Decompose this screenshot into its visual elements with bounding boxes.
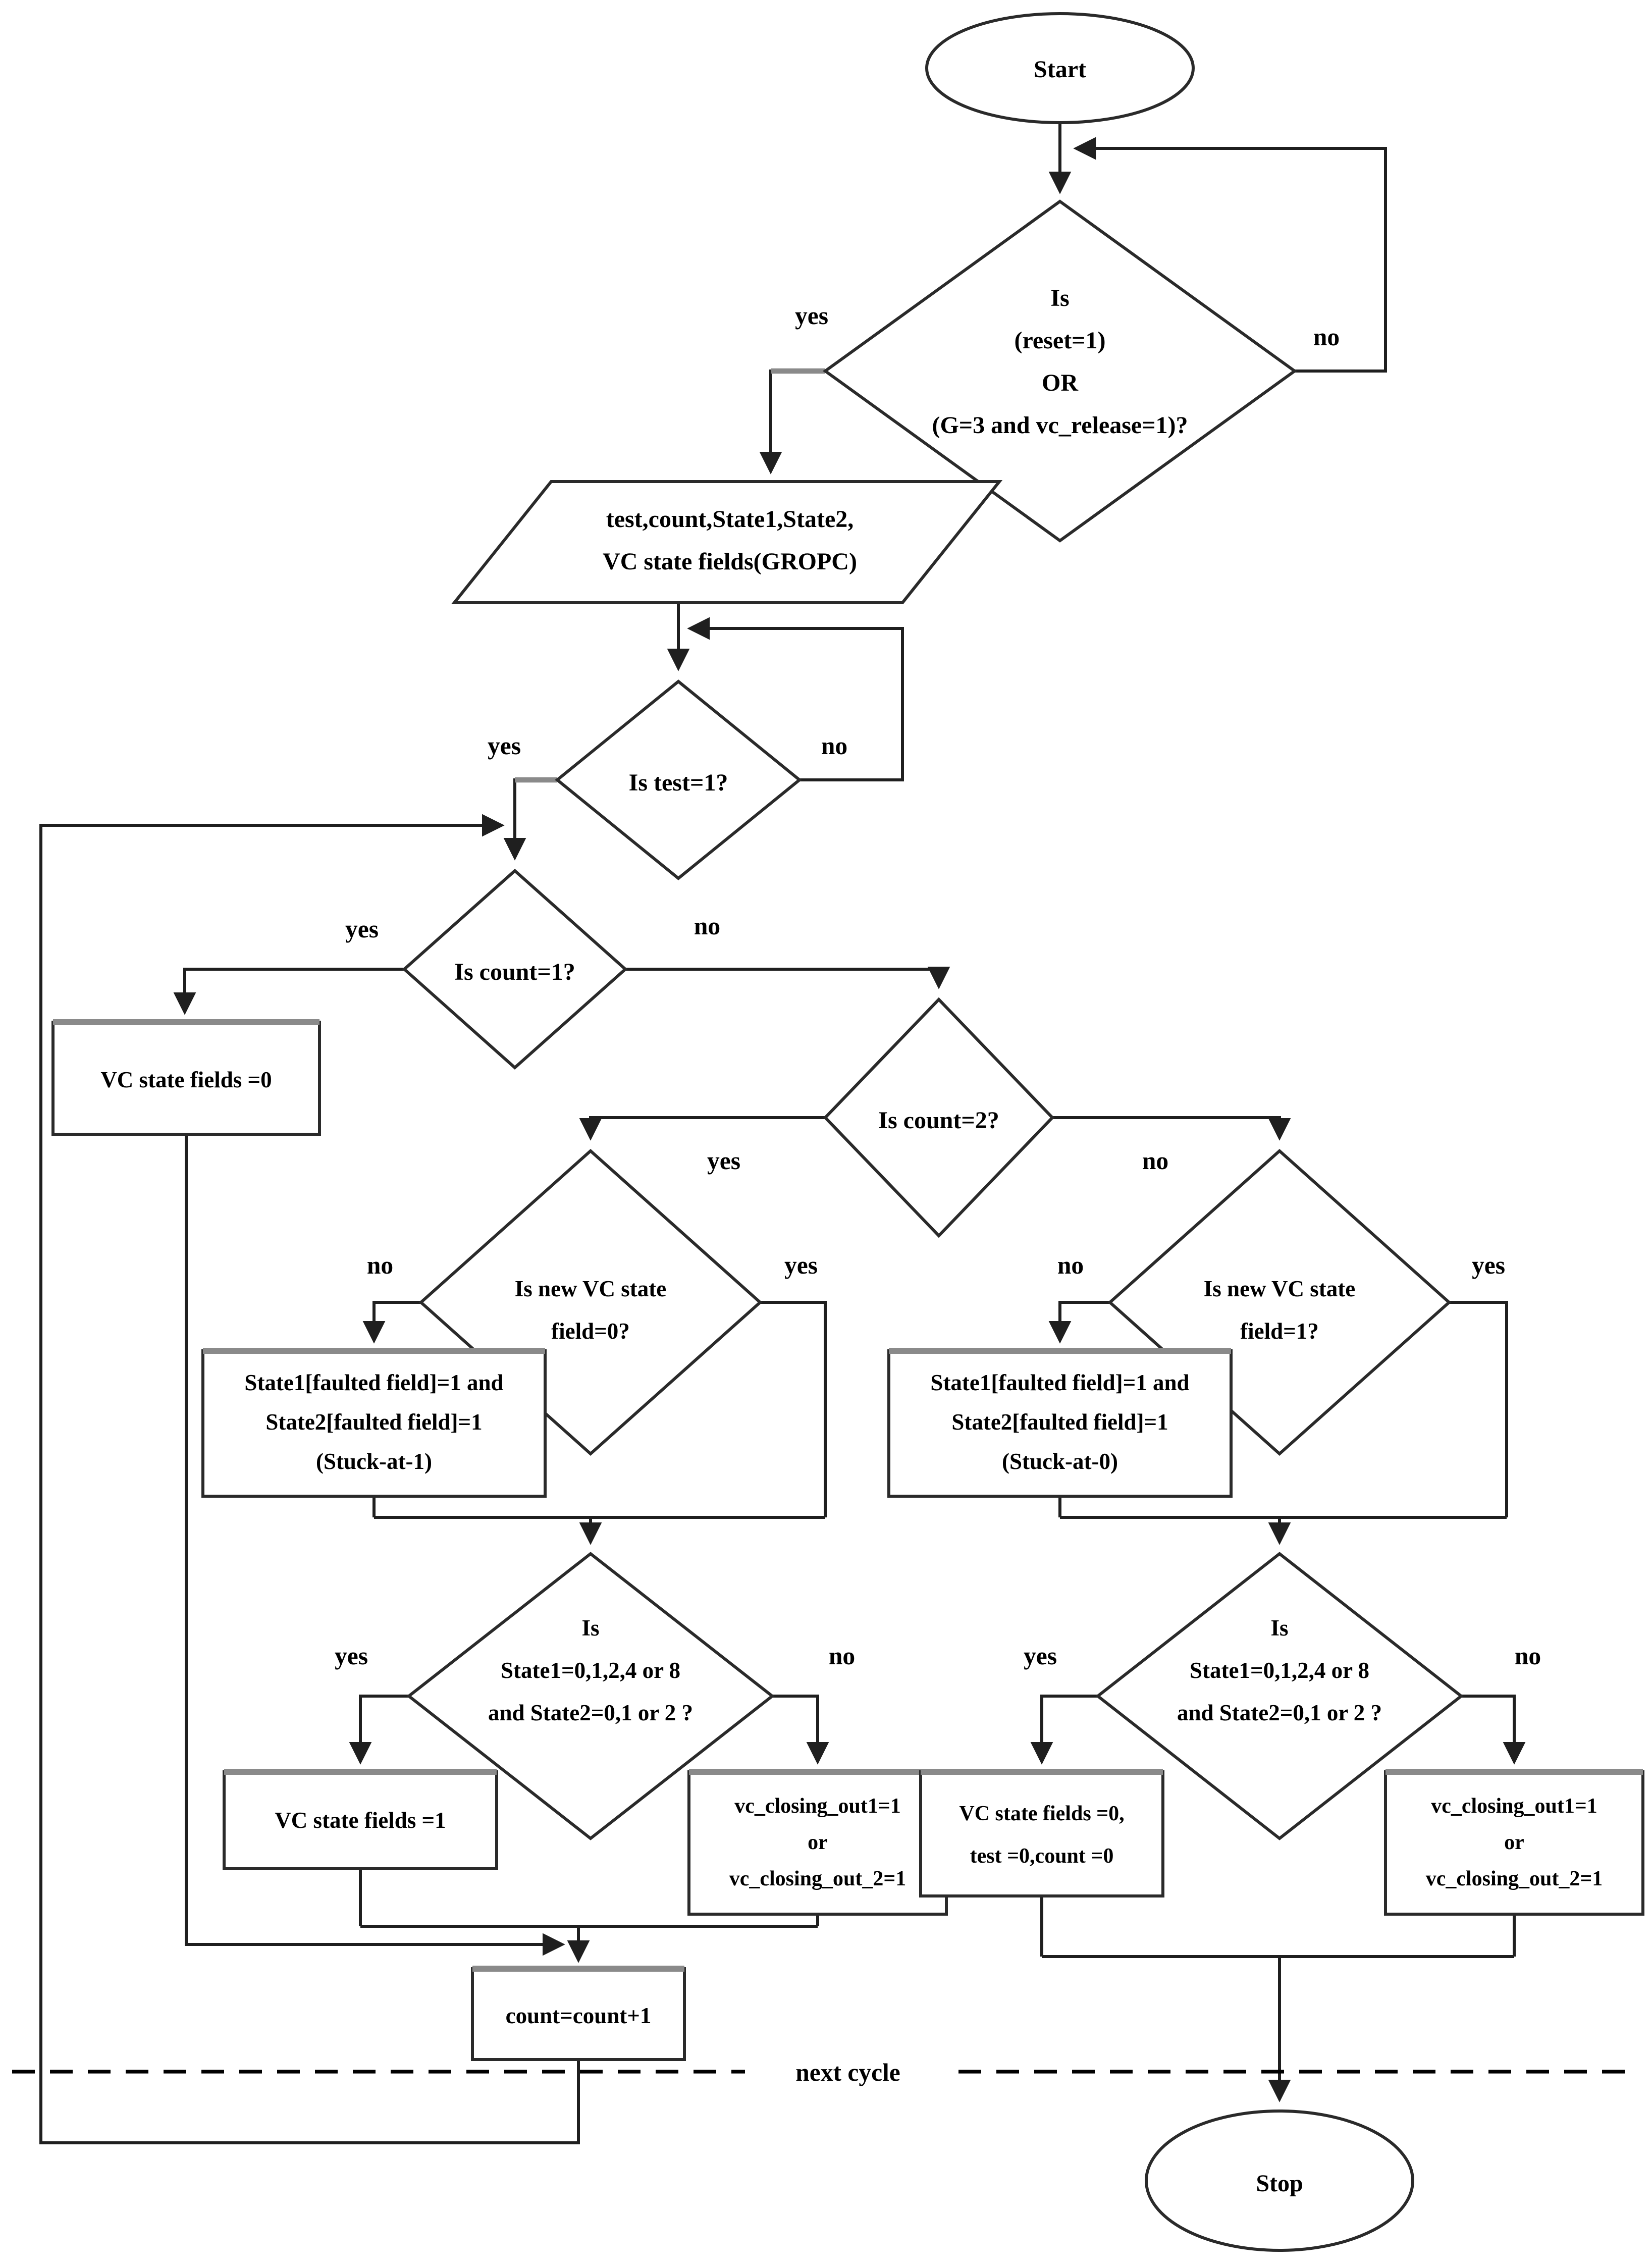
edge-reset-yes xyxy=(759,370,825,475)
count2-decision xyxy=(823,997,1055,1238)
edge-test-no-loop xyxy=(687,617,904,781)
vc-fields-0-box xyxy=(51,1021,321,1136)
stuck-at-1-box xyxy=(201,1349,547,1498)
edge-next-cycle-loop xyxy=(39,814,580,2144)
vc-closing-right-box xyxy=(1384,1770,1644,1916)
inputs-parallelogram xyxy=(451,480,1003,604)
reset-decision xyxy=(822,199,1298,543)
edge-newvc0-no xyxy=(362,1301,421,1344)
reset-decision-line3: OR xyxy=(1042,370,1079,396)
test-yes-label: yes xyxy=(488,732,521,760)
stuck-at-1-line2: State2[faulted field]=1 xyxy=(265,1409,482,1435)
state-left-line3: and State2=0,1 or 2 ? xyxy=(488,1700,693,1725)
stop-terminator xyxy=(1145,2110,1414,2252)
state-left-line2: State1=0,1,2,4 or 8 xyxy=(501,1658,680,1683)
vc-closing-left-box xyxy=(687,1770,948,1916)
edge-stateright-no xyxy=(1461,1695,1526,1765)
test-decision-label: Is test=1? xyxy=(629,769,728,796)
count2-decision-label: Is count=2? xyxy=(878,1107,999,1134)
newvc1-line2: field=1? xyxy=(1240,1319,1319,1344)
state-right-line3: and State2=0,1 or 2 ? xyxy=(1177,1700,1382,1725)
reset-decision-line4: (G=3 and vc_release=1)? xyxy=(932,412,1188,439)
edge-stateleft-no xyxy=(772,1695,829,1765)
stuck-at-1-line3: (Stuck-at-1) xyxy=(316,1449,432,1474)
stop-label: Stop xyxy=(1256,2170,1303,2197)
vc-fields-reset-line1: VC state fields =0, xyxy=(959,1802,1124,1825)
vc-closing-right-line3: vc_closing_out_2=1 xyxy=(1426,1867,1603,1890)
test-decision xyxy=(555,679,802,880)
vc-closing-right-line2: or xyxy=(1504,1831,1524,1854)
edge-count1-no xyxy=(625,966,950,989)
count2-no-label: no xyxy=(1142,1147,1168,1175)
vc-fields-0-label: VC state fields =0 xyxy=(100,1067,272,1092)
newvc0-line1: Is new VC state xyxy=(515,1276,666,1301)
edge-stateright-yes xyxy=(1030,1695,1098,1765)
newvc1-line1: Is new VC state xyxy=(1204,1276,1355,1301)
state-right-line2: State1=0,1,2,4 or 8 xyxy=(1190,1658,1369,1683)
vc-fields-1-label: VC state fields =1 xyxy=(275,1808,446,1833)
edge-vc0-to-countbox xyxy=(185,1134,565,1956)
edge-stateleft-yes xyxy=(349,1695,409,1765)
newvc1-yes-label: yes xyxy=(1472,1251,1505,1279)
reset-decision-line2: (reset=1) xyxy=(1014,327,1105,354)
edge-count2-yes xyxy=(579,1116,825,1141)
vc-fields-1-box xyxy=(223,1770,498,1870)
stuck-at-0-line2: State2[faulted field]=1 xyxy=(951,1409,1168,1435)
start-terminator xyxy=(925,12,1195,124)
newvc0-no-label: no xyxy=(367,1251,393,1279)
start-label: Start xyxy=(1034,56,1086,83)
stuck-at-0-box xyxy=(887,1349,1233,1498)
count-increment-label: count=count+1 xyxy=(506,2003,652,2028)
state-left-yes-label: yes xyxy=(335,1642,368,1670)
reset-yes-label: yes xyxy=(795,302,828,330)
count2-yes-label: yes xyxy=(707,1147,740,1175)
reset-no-label: no xyxy=(1313,323,1340,351)
edge-count2-no xyxy=(1052,1116,1291,1141)
vc-closing-left-line1: vc_closing_out1=1 xyxy=(734,1795,901,1818)
vc-closing-right-line1: vc_closing_out1=1 xyxy=(1431,1795,1597,1818)
reset-decision-line1: Is xyxy=(1050,285,1069,311)
edge-reset-no-loop xyxy=(1073,137,1387,373)
state-right-no-label: no xyxy=(1515,1642,1541,1670)
inputs-line2: VC state fields(GROPC) xyxy=(603,548,857,575)
state-left-line1: Is xyxy=(581,1615,599,1641)
vc-closing-left-line3: vc_closing_out_2=1 xyxy=(729,1867,907,1890)
edge-test-yes xyxy=(503,778,557,861)
state-right-decision xyxy=(1095,1552,1464,1840)
count1-no-label: no xyxy=(694,912,720,940)
newvc1-no-label: no xyxy=(1057,1251,1084,1279)
newvc0-yes-label: yes xyxy=(784,1251,818,1279)
state-left-no-label: no xyxy=(829,1642,855,1670)
stuck-at-0-line3: (Stuck-at-0) xyxy=(1002,1449,1118,1474)
newvc0-line2: field=0? xyxy=(551,1319,630,1344)
edge-newvc1-no xyxy=(1048,1301,1110,1344)
count1-yes-label: yes xyxy=(345,915,379,943)
inputs-line1: test,count,State1,State2, xyxy=(606,506,854,533)
edge-newvc1-yes xyxy=(1449,1301,1508,1517)
vc-fields-reset-line2: test =0,count =0 xyxy=(970,1844,1114,1868)
vc-closing-left-line2: or xyxy=(808,1831,828,1854)
next-cycle-label: next cycle xyxy=(795,2059,900,2086)
stuck-at-1-line1: State1[faulted field]=1 and xyxy=(244,1370,503,1395)
state-left-decision xyxy=(406,1552,775,1840)
state-right-line1: Is xyxy=(1270,1615,1288,1641)
vc-fields-reset-box xyxy=(919,1770,1164,1897)
count1-decision-label: Is count=1? xyxy=(454,959,575,985)
test-no-label: no xyxy=(821,732,847,760)
count-increment-box xyxy=(471,1967,686,2061)
nodes: Start Is (reset=1) OR (G=3 and vc_releas… xyxy=(51,12,1644,2252)
count1-decision xyxy=(402,868,628,1070)
edge-newvc0-yes xyxy=(760,1301,827,1517)
state-right-yes-label: yes xyxy=(1024,1642,1057,1670)
stuck-at-0-line1: State1[faulted field]=1 and xyxy=(930,1370,1189,1395)
edge-count1-yes xyxy=(173,968,404,1015)
next-cycle-label-bg xyxy=(745,2052,951,2090)
edges xyxy=(12,123,1640,2144)
